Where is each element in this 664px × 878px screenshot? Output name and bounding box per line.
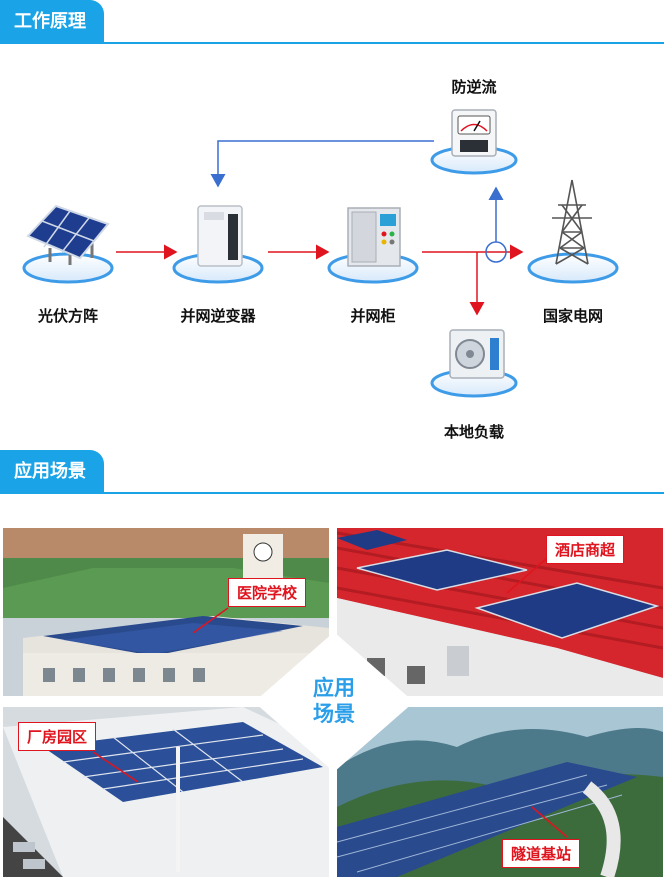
center-label-scenarios: 应用 场景: [294, 676, 374, 728]
tag-factory-park: 厂房园区: [18, 722, 97, 751]
node-label-anti-reverse: 防逆流: [451, 79, 497, 96]
photo-hotel-mall: [337, 528, 663, 696]
section-tab-principle: 工作原理: [0, 0, 104, 42]
tag-tunnel-station: 隧道基站: [502, 839, 581, 868]
section-tab-scenarios: 应用场景: [0, 450, 104, 492]
photo-tunnel-station: [337, 707, 663, 877]
section-divider: [0, 42, 664, 44]
cabinet-icon: [347, 207, 401, 267]
photo-factory-park: [3, 707, 329, 877]
flow-diagram: [22, 109, 619, 398]
platform-grid: [527, 252, 619, 284]
section-title-scenarios: 应用场景: [14, 461, 86, 481]
platform-pv: [22, 252, 114, 284]
inverter-icon: [197, 205, 243, 267]
air-conditioner-icon: [449, 329, 505, 379]
center-label-line1: 应用: [313, 677, 355, 700]
center-diamond: [254, 632, 414, 772]
solar-panel-icon: [26, 204, 110, 265]
tag-hotel-mall: 酒店商超: [546, 535, 625, 564]
node-label-cabinet: 并网柜: [350, 308, 396, 325]
section-title-principle: 工作原理: [14, 11, 86, 31]
tag-hospital-school: 医院学校: [228, 578, 307, 607]
node-label-inverter: 并网逆变器: [180, 308, 256, 325]
meter-icon: [451, 109, 497, 157]
center-label-line2: 场景: [313, 703, 355, 726]
signal-arrow-to-inverter: [210, 140, 434, 188]
node-label-pv-array: 光伏方阵: [37, 308, 98, 325]
node-label-grid: 国家电网: [542, 308, 603, 325]
transmission-tower-icon: [552, 179, 592, 265]
section-divider: [0, 492, 664, 494]
node-label-local-load: 本地负载: [443, 424, 504, 441]
